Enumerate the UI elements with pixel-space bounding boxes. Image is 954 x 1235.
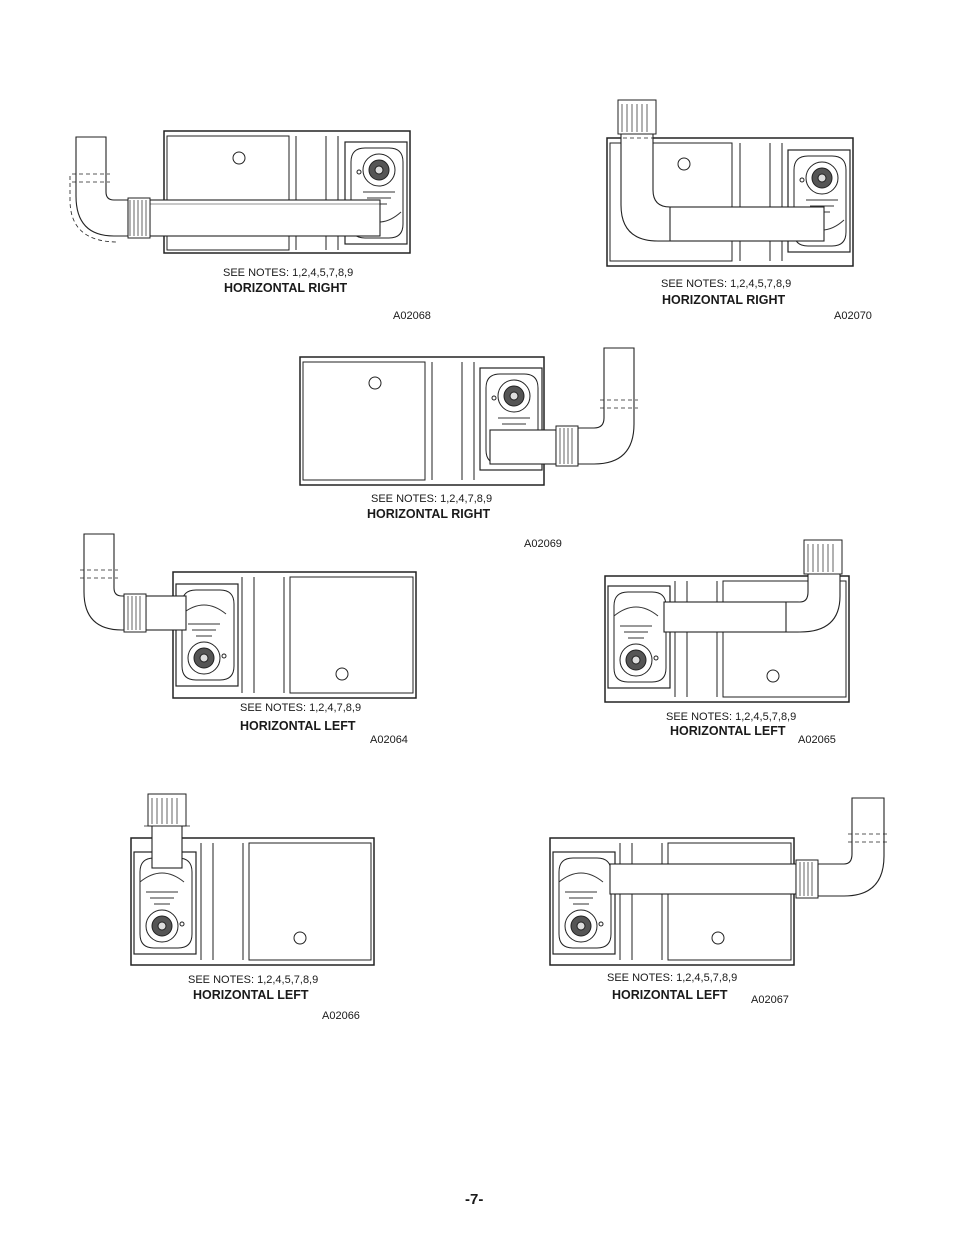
figure-a02070-code: A02070	[834, 310, 872, 322]
figure-a02065-code: A02065	[798, 734, 836, 746]
figure-a02068-title: HORIZONTAL RIGHT	[224, 281, 348, 295]
figure-a02069-drawing	[299, 347, 638, 486]
page-number: -7-	[465, 1191, 484, 1208]
figure-a02064-title: HORIZONTAL LEFT	[240, 719, 356, 733]
figure-a02069-notes: SEE NOTES: 1,2,4,7,8,9	[371, 493, 493, 505]
figure-a02064-code: A02064	[370, 734, 408, 746]
figure-a02070-drawing	[606, 99, 854, 267]
figure-a02068-drawing	[69, 130, 411, 254]
figure-a02069-code: A02069	[524, 538, 562, 550]
figure-a02066-title: HORIZONTAL LEFT	[193, 988, 309, 1002]
figure-a02067-title: HORIZONTAL LEFT	[612, 988, 728, 1002]
figure-a02064-notes: SEE NOTES: 1,2,4,7,8,9	[240, 702, 362, 714]
figure-a02070-notes: SEE NOTES: 1,2,4,5,7,8,9	[661, 278, 792, 290]
figure-a02070-title: HORIZONTAL RIGHT	[662, 293, 786, 307]
figure-a02068-notes: SEE NOTES: 1,2,4,5,7,8,9	[223, 267, 354, 279]
figure-a02067-drawing	[549, 797, 888, 966]
figure-a02069-title: HORIZONTAL RIGHT	[367, 507, 491, 521]
figure-a02066-notes: SEE NOTES: 1,2,4,5,7,8,9	[188, 974, 319, 986]
figure-a02066-code: A02066	[322, 1010, 360, 1022]
figure-a02065-notes: SEE NOTES: 1,2,4,5,7,8,9	[666, 711, 797, 723]
figure-a02065-drawing	[604, 539, 850, 703]
figure-a02066-drawing	[130, 793, 375, 966]
figure-a02064-drawing	[80, 533, 417, 699]
figure-a02067-notes: SEE NOTES: 1,2,4,5,7,8,9	[607, 972, 738, 984]
figure-a02067-code: A02067	[751, 994, 789, 1006]
figure-a02065-title: HORIZONTAL LEFT	[670, 724, 786, 738]
figure-a02068-code: A02068	[393, 310, 431, 322]
